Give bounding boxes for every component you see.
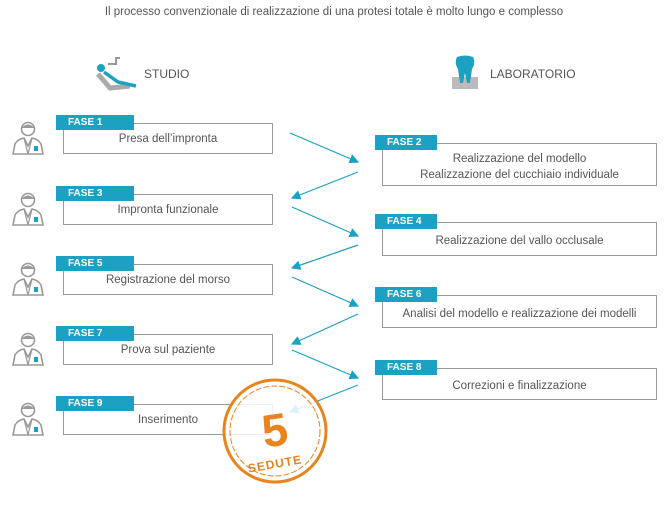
dentist-icon (10, 400, 46, 436)
arrow-3-4 (291, 206, 360, 238)
studio-phase-box: Impronta funzionale (63, 194, 273, 225)
arrow-1-2 (289, 132, 360, 164)
tooth-icon (452, 55, 478, 89)
arrow-7-8 (291, 349, 360, 380)
dentist-icon (10, 330, 46, 366)
phase-text-2: Realizzazione del cucchiaio individuale (420, 168, 619, 181)
phase-tag: FASE 3 (56, 186, 134, 201)
diagram-title: Il processo convenzionale di realizzazio… (104, 6, 564, 18)
phase-text: Presa dell’impronta (118, 132, 218, 145)
phase-text: Prova sul paziente (120, 343, 216, 356)
phase-tag: FASE 1 (56, 115, 134, 130)
phase-text: Impronta funzionale (117, 203, 219, 216)
dental-chair-icon (96, 57, 137, 91)
phase-tag: FASE 9 (56, 396, 134, 411)
arrow-4-5 (290, 244, 359, 270)
phase-tag: FASE 5 (56, 256, 134, 271)
arrow-2-3 (290, 171, 359, 200)
arrow-6-7 (290, 313, 359, 345)
phase-text: Analisi del modello e realizzazione dei … (402, 307, 637, 320)
dentist-icon (10, 190, 46, 226)
phase-text: Inserimento (137, 413, 199, 426)
phase-tag: FASE 7 (56, 326, 134, 341)
phase-text: Realizzazione del modello (452, 152, 587, 165)
arrow-5-6 (291, 276, 360, 308)
phase-text: Correzioni e finalizzazione (452, 380, 587, 392)
phase-tag: FASE 4 (375, 214, 437, 229)
studio-heading: STUDIO (144, 67, 190, 81)
studio-phase-box: Prova sul paziente (63, 334, 273, 365)
laboratorio-heading: LABORATORIO (490, 67, 576, 81)
phase-tag: FASE 8 (375, 360, 437, 375)
phase-text: Realizzazione del vallo occlusale (435, 235, 604, 247)
phase-tag: FASE 2 (375, 135, 437, 150)
phase-text: Registrazione del morso (105, 273, 230, 286)
dentist-icon (10, 119, 46, 155)
phase-tag: FASE 6 (375, 287, 437, 302)
sedute-stamp: 5 SEDUTE (222, 378, 328, 484)
dentist-icon (10, 260, 46, 296)
